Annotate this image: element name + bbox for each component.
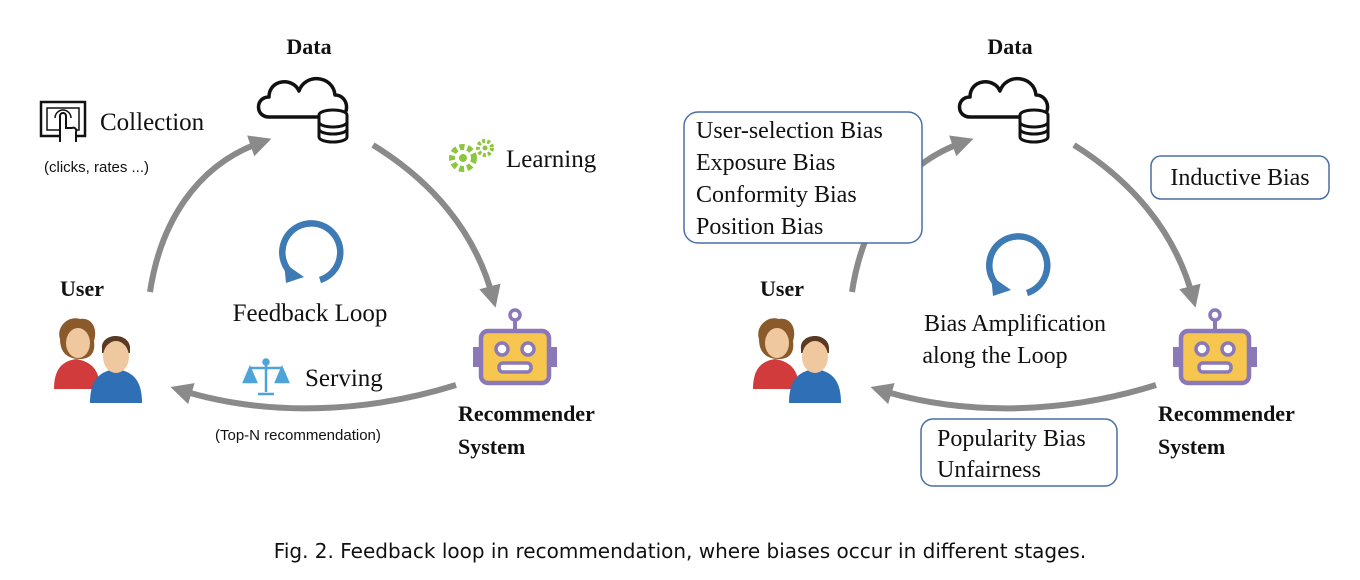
- scale-icon: [242, 358, 290, 396]
- users-icon-right: [753, 318, 841, 403]
- amplification-line2: along the Loop: [922, 343, 1067, 369]
- cloud-database-icon: [256, 76, 349, 144]
- user-bias-3: Position Bias: [696, 214, 823, 240]
- right-rec-line1: Recommender: [1158, 401, 1295, 426]
- robot-icon: [473, 310, 557, 383]
- right-diagram: Data User-selection Bias Exposure Bias C…: [683, 34, 1330, 487]
- serving-bias-1: Unfairness: [937, 457, 1041, 483]
- touch-icon: [39, 100, 87, 142]
- gear-icon: [449, 139, 494, 172]
- collection-label: Collection: [100, 109, 205, 136]
- inductive-bias-label: Inductive Bias: [1170, 165, 1309, 191]
- feedback-loop-label: Feedback Loop: [233, 300, 388, 327]
- arrow-learning-right: [1072, 142, 1201, 308]
- right-rec-line2: System: [1158, 434, 1225, 459]
- learning-label: Learning: [506, 146, 597, 173]
- right-data-label: Data: [987, 34, 1032, 59]
- amplification-line1: Bias Amplification: [924, 311, 1106, 337]
- left-diagram: Data Collection (clicks, rates ...) Lear…: [39, 34, 597, 459]
- right-user-label: User: [760, 276, 804, 301]
- user-bias-0: User-selection Bias: [696, 118, 883, 144]
- arrow-collection: [147, 135, 272, 293]
- arrow-serving-right: [870, 382, 1157, 412]
- figure-caption: Fig. 2. Feedback loop in recommendation,…: [274, 539, 1086, 563]
- collection-sub: (clicks, rates ...): [44, 159, 149, 176]
- robot-icon-right: [1173, 310, 1257, 383]
- user-bias-1: Exposure Bias: [696, 150, 835, 176]
- left-rec-line2: System: [458, 434, 525, 459]
- cloud-database-icon-right: [957, 76, 1050, 144]
- inductive-bias-box: [1150, 155, 1330, 200]
- arrow-serving: [170, 382, 457, 412]
- serving-bias-0: Popularity Bias: [937, 426, 1086, 452]
- loop-icon: [282, 223, 340, 283]
- serving-bias-box: [920, 418, 1118, 487]
- user-bias-2: Conformity Bias: [696, 182, 857, 208]
- serving-sub: (Top-N recommendation): [215, 427, 381, 444]
- user-bias-box: [683, 111, 923, 244]
- serving-label: Serving: [305, 365, 383, 392]
- users-icon: [54, 318, 142, 403]
- loop-icon-right: [989, 236, 1047, 296]
- left-rec-line1: Recommender: [458, 401, 595, 426]
- left-user-label: User: [60, 276, 104, 301]
- arrow-learning: [371, 142, 501, 308]
- left-data-label: Data: [286, 34, 331, 59]
